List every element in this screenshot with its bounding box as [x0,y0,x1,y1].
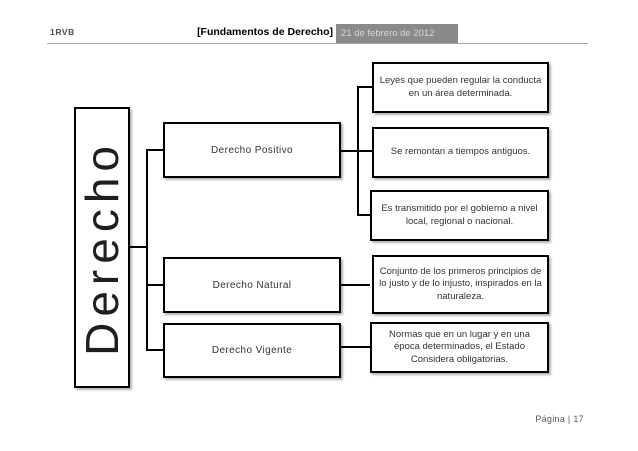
branch-node-derecho-positivo: Derecho Positivo [163,122,341,178]
leaf-text: Normas que en un lugar y en una época de… [388,328,530,365]
branch-node-derecho-vigente: Derecho Vigente [163,323,341,378]
leaf-node-normas-obligatorias: Normas que en un lugar y en una época de… [370,322,549,373]
leaf-text: Conjunto de los primeros principios de l… [379,265,542,302]
header-date-badge: 21 de febrero de 2012 [336,24,458,43]
connector-to-positivo [147,149,163,151]
leaf-text: Es transmitido por el gobierno a nivel l… [381,203,538,227]
leaf-node-primeros-principios: Conjunto de los primeros principios de l… [372,255,549,314]
branch-node-derecho-natural: Derecho Natural [163,257,341,313]
header-course-title: [Fundamentos de Derecho] [197,26,333,38]
connector-root-stub [129,246,147,248]
connector-natural-to-leaf [340,284,370,286]
connector-left-vertical [146,149,148,351]
connector-to-transmitido [358,214,372,216]
branch-label: Derecho Positivo [211,144,293,156]
leaf-node-tiempos-antiguos: Se remontan a tiempos antiguos. [372,127,549,178]
connector-to-leyes [358,86,372,88]
branch-label: Derecho Vigente [211,345,293,356]
connector-to-natural [147,284,163,286]
leaf-text: Se remontan a tiempos antiguos. [390,146,531,158]
root-node-label: Derecho [76,139,128,356]
connector-positivo-stub [340,150,372,152]
header-author-code: 1RVB [50,27,75,37]
connector-to-vigente [147,349,163,351]
root-node-derecho: Derecho [74,107,130,388]
leaf-text: Leyes que pueden regular la conducta en … [379,75,542,99]
footer-page-number: Página | 17 [535,414,584,424]
header-divider [47,43,588,44]
connector-right-vertical [357,86,359,216]
connector-vigente-to-leaf [340,346,370,348]
branch-label: Derecho Natural [212,279,292,291]
leaf-node-leyes: Leyes que pueden regular la conducta en … [372,62,549,113]
leaf-node-transmitido-gobierno: Es transmitido por el gobierno a nivel l… [370,190,549,241]
